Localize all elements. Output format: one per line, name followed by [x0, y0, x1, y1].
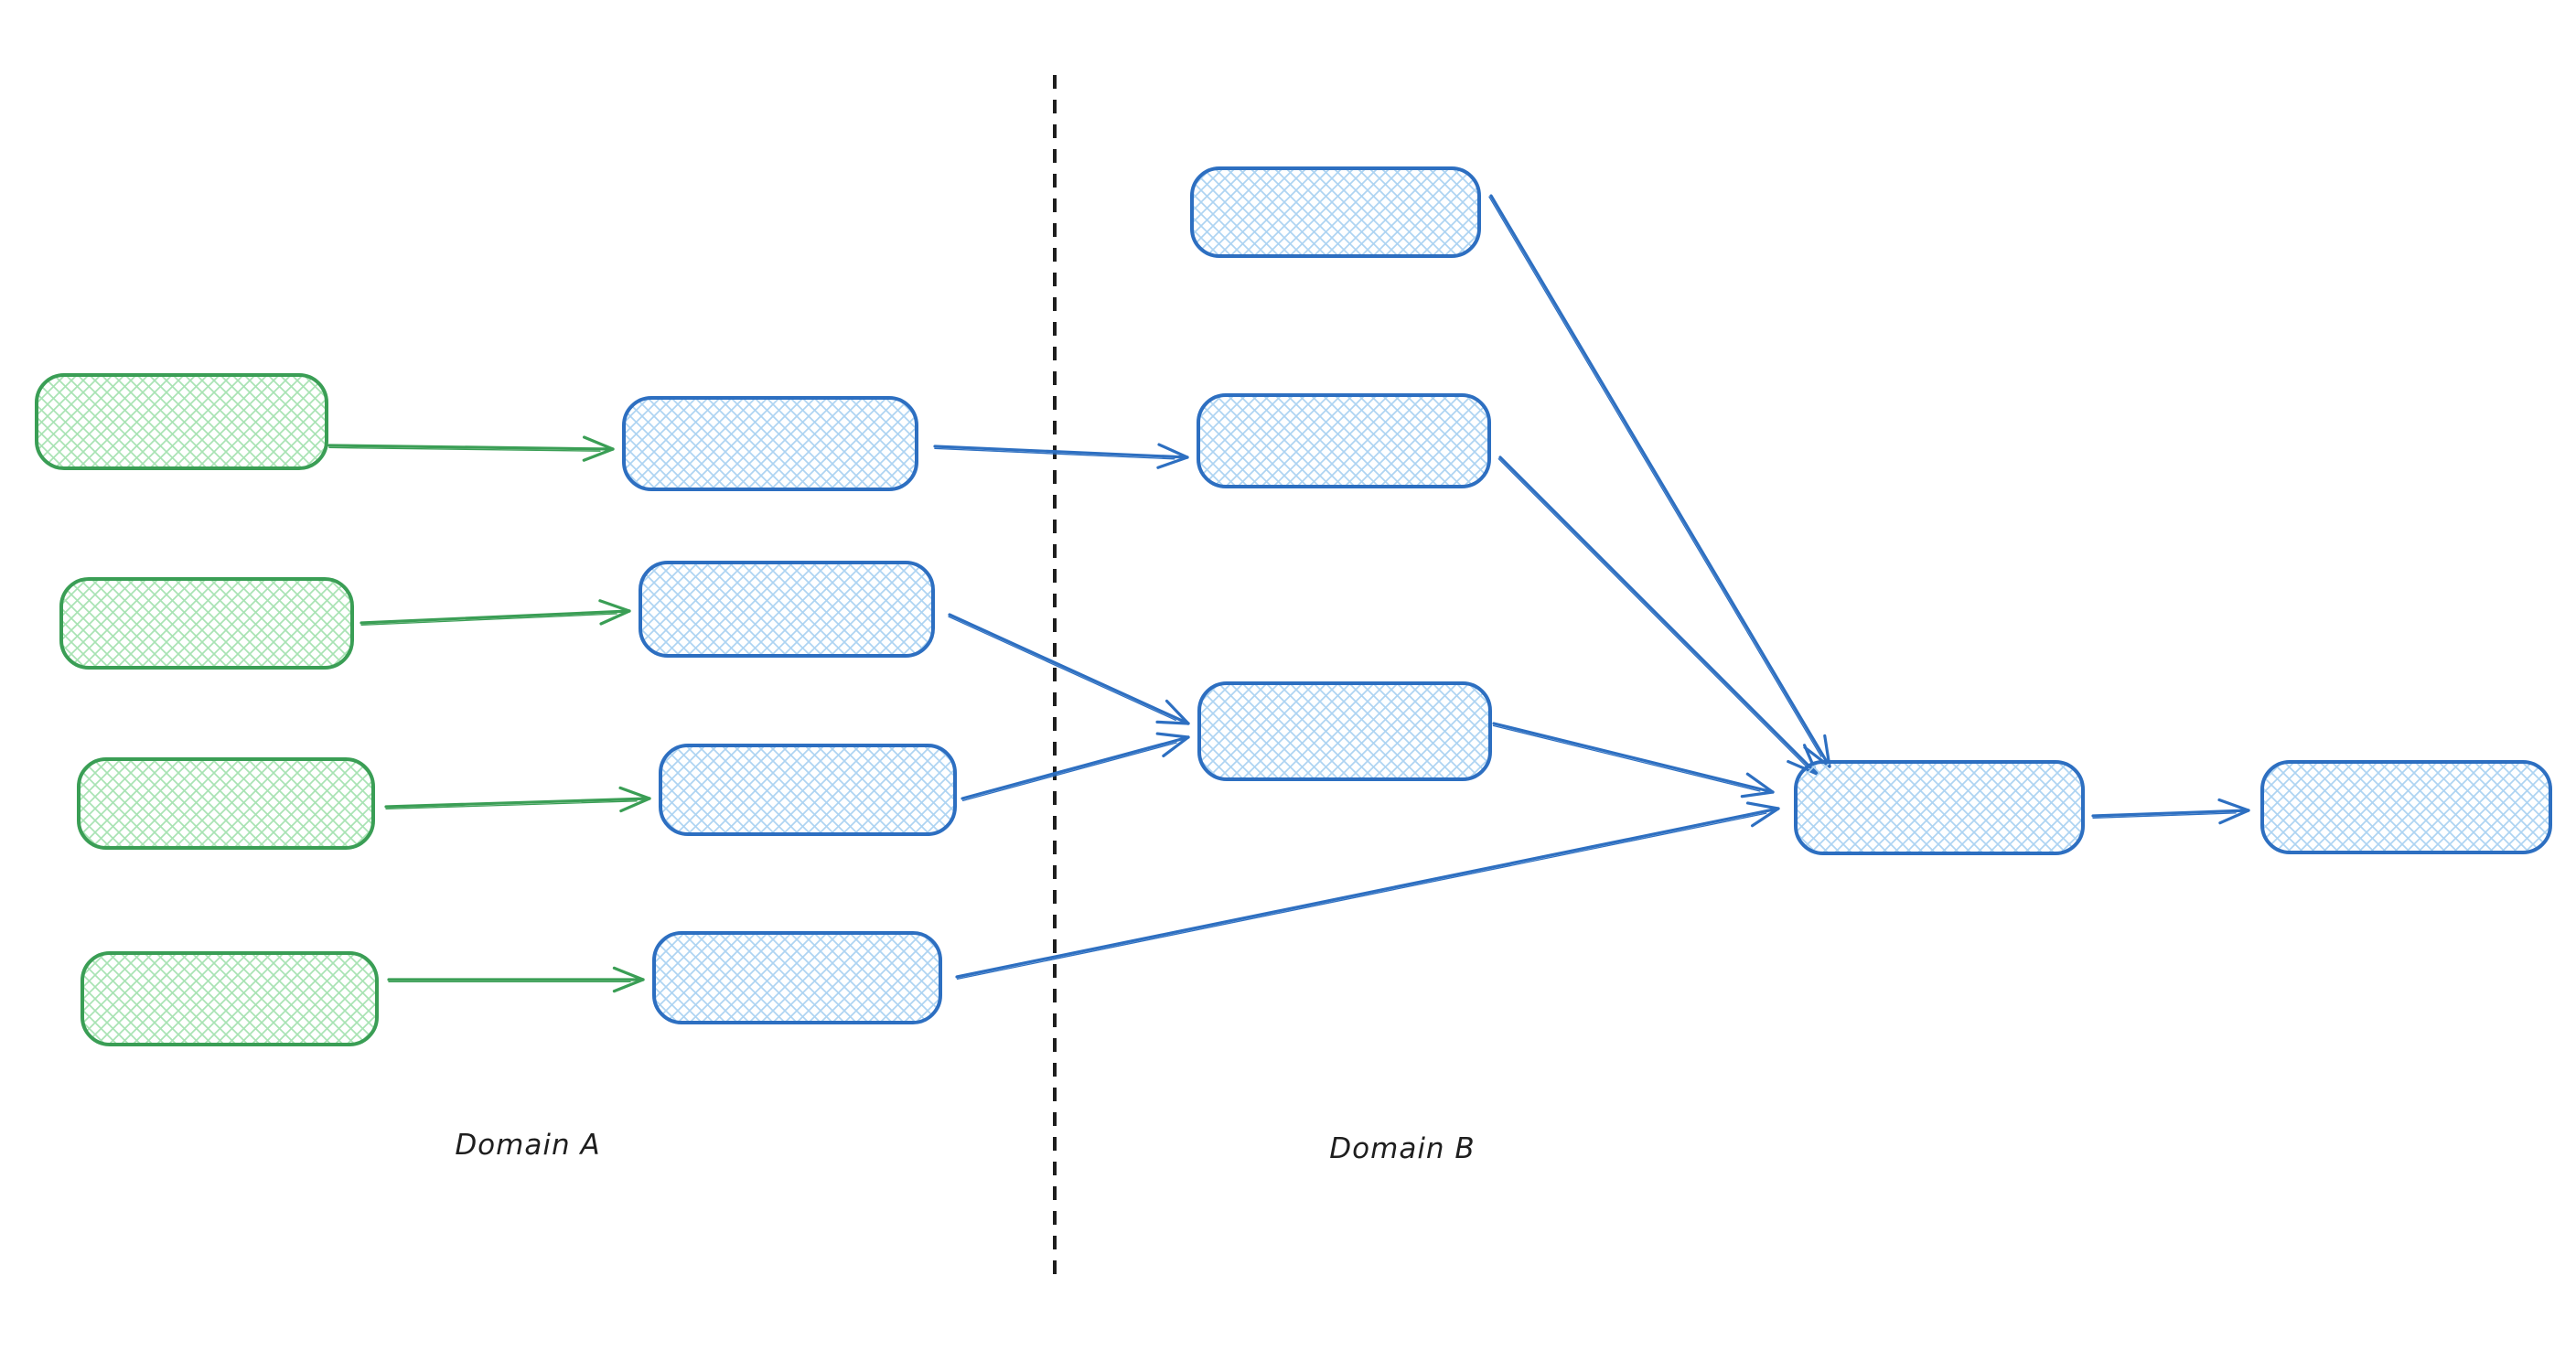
labels-layer: Domain A Domain B [455, 1129, 1475, 1165]
domain-b-label: Domain B [1329, 1132, 1475, 1165]
edge-a-green-1-to-a-blue-1 [327, 435, 615, 462]
edge-a-blue-3-to-b-blue-3 [961, 732, 1190, 801]
edge-a-green-2-to-a-blue-2 [360, 599, 631, 627]
edge-a-blue-1-to-b-blue-2 [933, 443, 1189, 469]
node-a-blue-1 [622, 396, 918, 491]
node-a-blue-4 [652, 931, 942, 1024]
node-a-green-4 [80, 951, 379, 1046]
edge-b-blue-3-to-b-merge [1492, 722, 1775, 799]
edge-a-blue-4-to-b-merge [955, 801, 1780, 981]
node-b-blue-1 [1190, 166, 1481, 258]
node-a-blue-3 [659, 744, 957, 836]
node-a-blue-2 [639, 561, 935, 658]
node-b-blue-2 [1197, 393, 1491, 488]
node-a-green-2 [59, 577, 354, 670]
node-a-green-3 [77, 757, 375, 850]
node-b-merge [1794, 760, 2085, 855]
edge-a-blue-2-to-b-blue-3 [948, 613, 1190, 725]
edge-a-green-3-to-a-blue-3 [384, 786, 651, 813]
domain-a-label: Domain A [455, 1129, 600, 1162]
edge-b-blue-2-to-b-merge [1497, 456, 1819, 776]
node-b-output [2260, 760, 2552, 854]
edge-a-green-4-to-a-blue-4 [387, 966, 645, 993]
edge-b-merge-to-b-output [2091, 798, 2250, 825]
node-a-green-1 [35, 373, 328, 470]
edge-b-blue-1-to-b-merge [1488, 194, 1831, 768]
edges-layer [327, 194, 2250, 993]
node-b-blue-3 [1197, 681, 1492, 781]
nodes-layer [35, 166, 2552, 1046]
